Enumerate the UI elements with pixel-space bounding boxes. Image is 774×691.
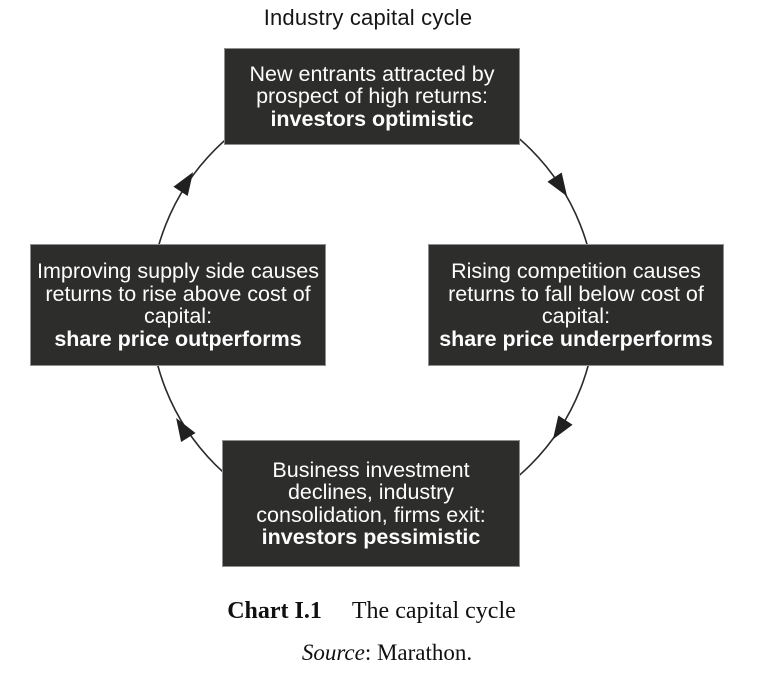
diagram-title: Industry capital cycle (263, 5, 473, 30)
node-business-investment-text: Business investment declines, industry c… (256, 457, 486, 527)
arrowhead-ne-icon (547, 172, 568, 197)
node-new-entrants: New entrants attracted by prospect of hi… (224, 48, 520, 145)
source-line: Source: Marathon. (0, 640, 774, 666)
arrowhead-sw-icon (176, 417, 196, 442)
node-rising-competition-emphasis: share price underperforms (439, 326, 713, 351)
node-rising-competition-text: Rising competition causes returns to fal… (448, 259, 704, 328)
node-new-entrants-emphasis: investors optimistic (270, 106, 474, 131)
node-improving-supply-emphasis: share price outperforms (54, 326, 302, 351)
arrowhead-nw-icon (173, 172, 194, 197)
node-business-investment: Business investment declines, industry c… (222, 440, 520, 567)
node-rising-competition: Rising competition causes returns to fal… (428, 244, 724, 366)
node-business-investment-emphasis: investors pessimistic (261, 525, 481, 549)
source-text: : Marathon. (364, 640, 473, 665)
node-improving-supply: Improving supply side causes returns to … (30, 244, 326, 366)
node-improving-supply-text: Improving supply side causes returns to … (36, 259, 320, 328)
chart-caption: Chart I.1 The capital cycle (0, 598, 743, 625)
caption-title: The capital cycle (351, 598, 516, 624)
source-label: Source (301, 640, 365, 665)
node-new-entrants-text: New entrants attracted by prospect of hi… (249, 61, 495, 109)
arrowhead-se-icon (552, 415, 573, 440)
caption-label: Chart I.1 (227, 598, 322, 624)
